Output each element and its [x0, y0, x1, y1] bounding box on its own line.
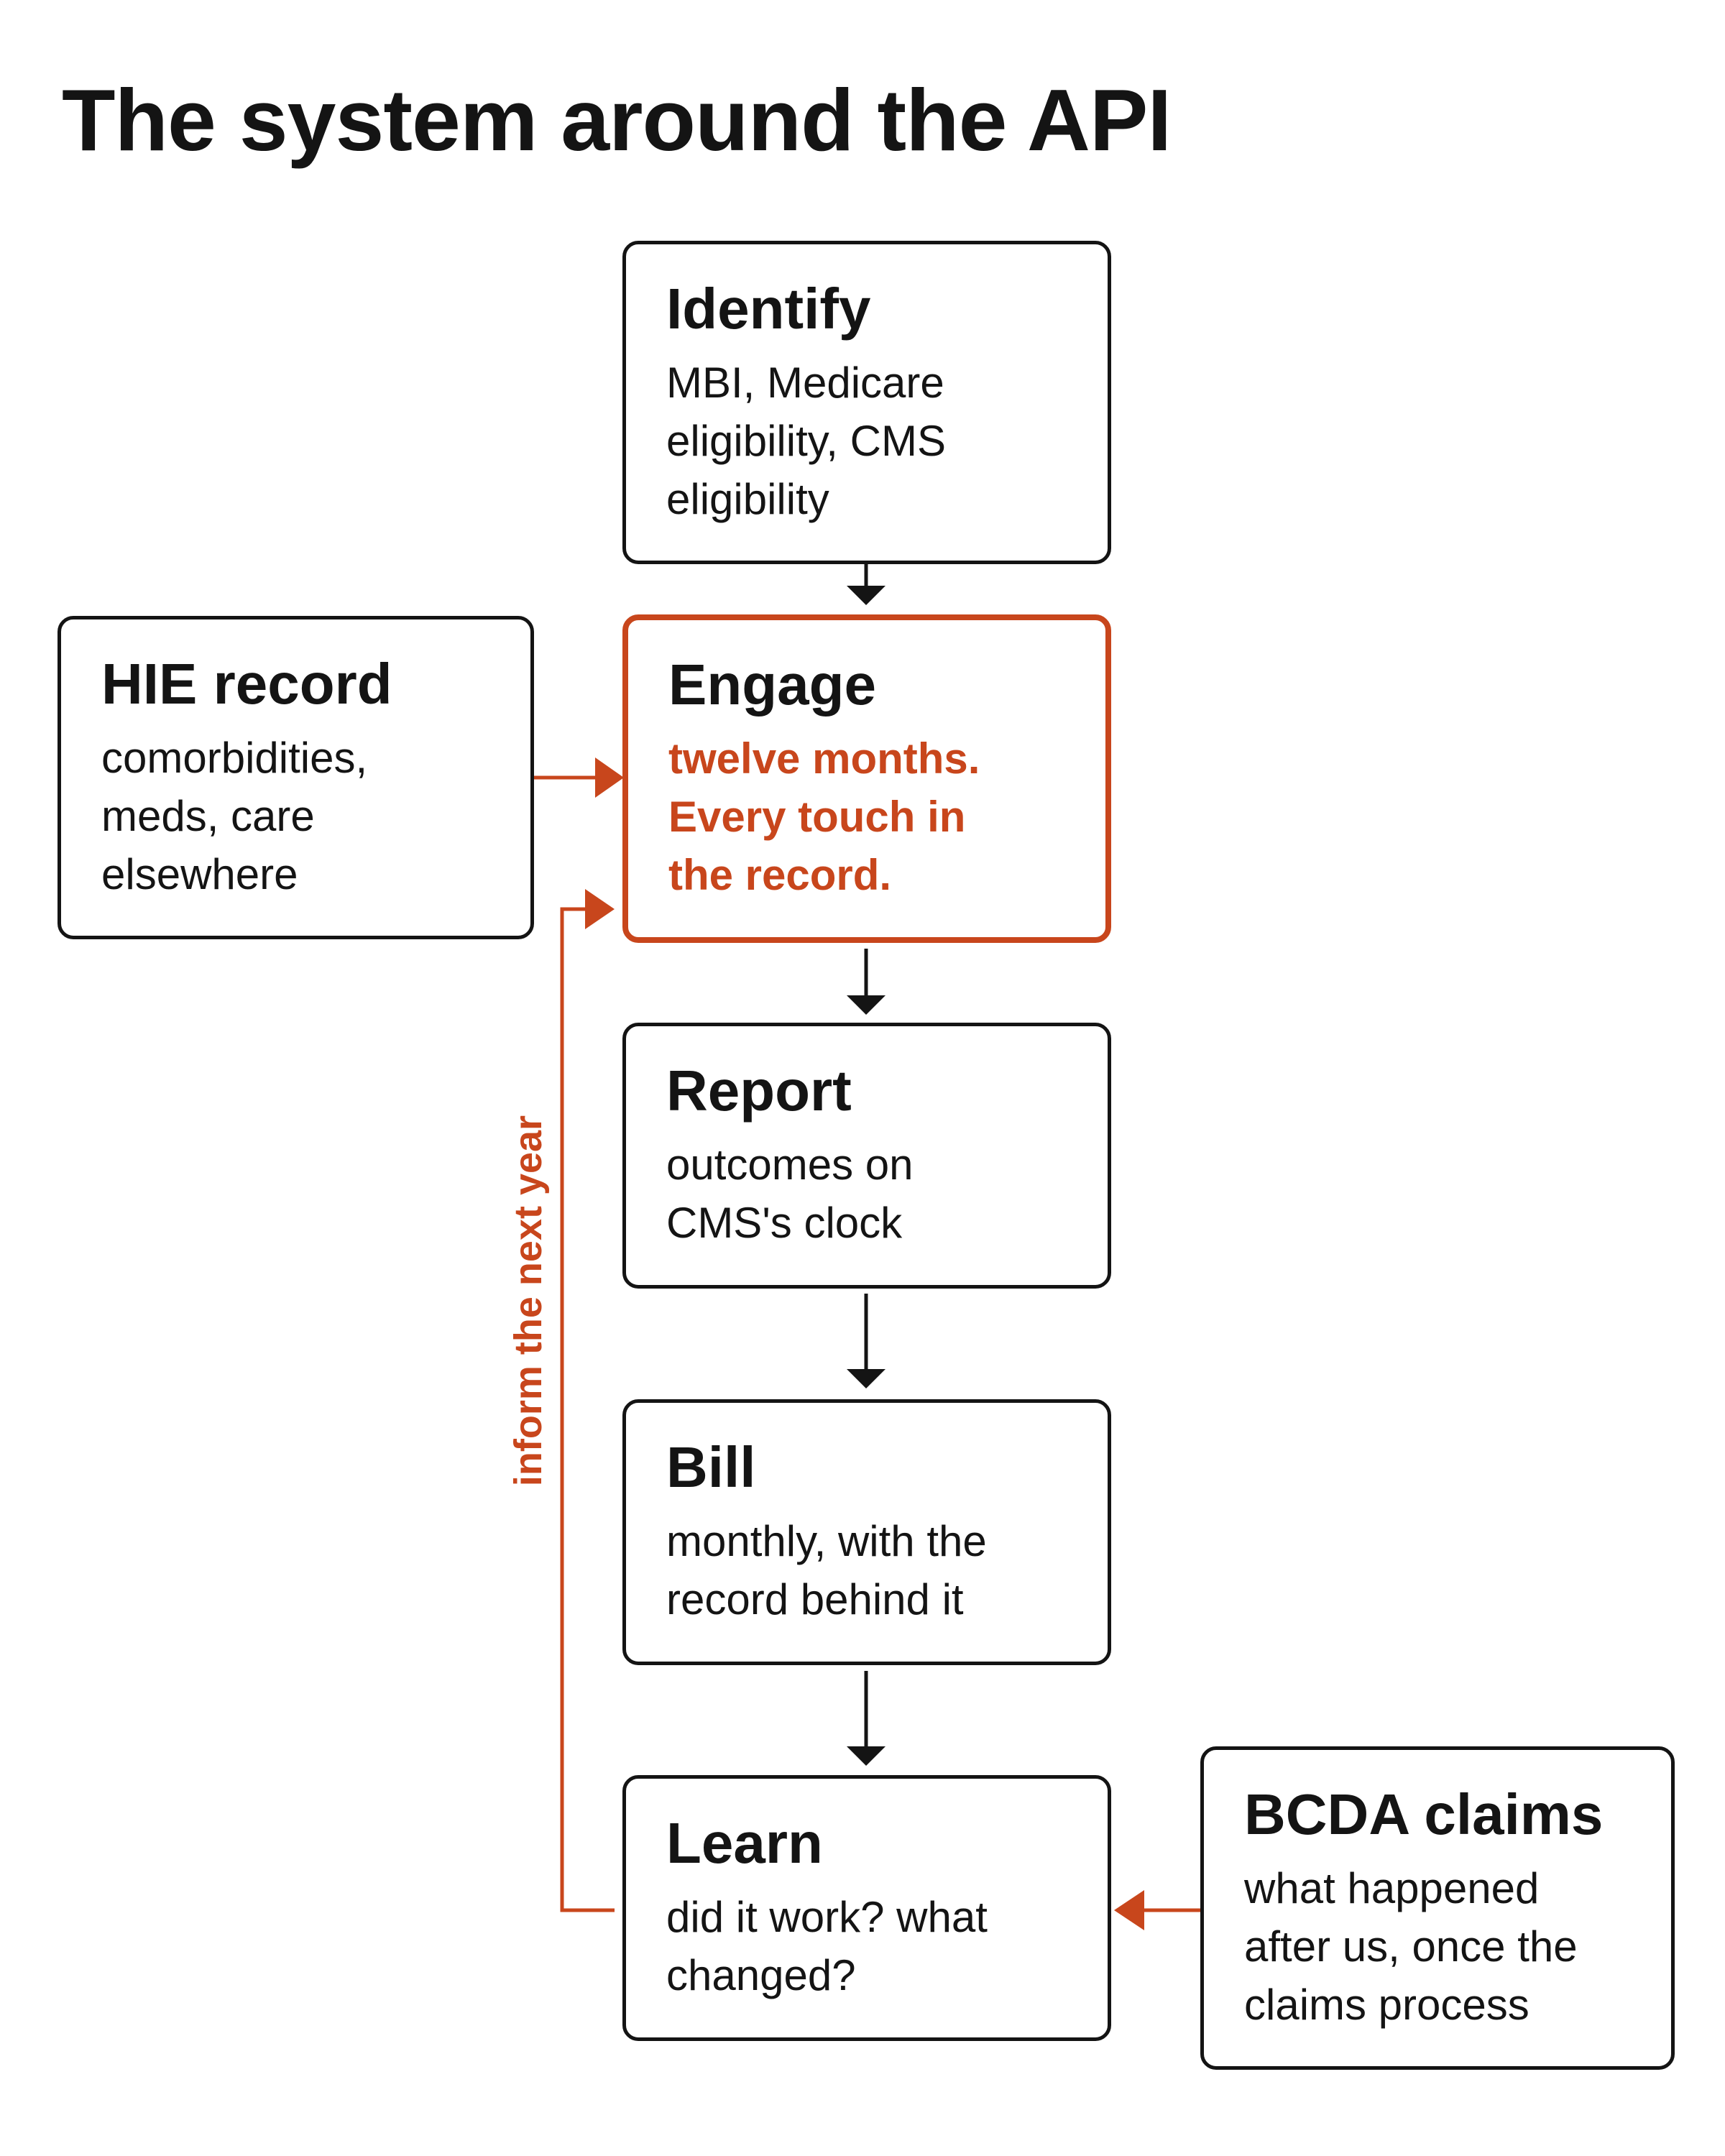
step-bill-heading: Bill — [666, 1435, 756, 1499]
step-identify-description: MBI, Medicare eligibility, CMS eligibili… — [666, 359, 946, 523]
step-identify-heading: Identify — [666, 277, 871, 341]
step-bill-description: monthly, with the record behind it — [666, 1517, 987, 1623]
step-bill-box: Bill monthly, with the record behind it — [622, 1399, 1111, 1665]
step-learn-heading: Learn — [666, 1811, 823, 1875]
page-title: The system around the API — [62, 71, 1172, 169]
step-engage-box: Engage twelve months. Every touch in the… — [622, 614, 1111, 943]
arrow-identify-to-engage — [847, 564, 886, 605]
input-hie-heading: HIE record — [101, 652, 392, 716]
step-report-description: outcomes on CMS's clock — [666, 1141, 914, 1247]
step-engage-description: twelve months. Every touch in the record… — [668, 734, 980, 899]
input-bcda-heading: BCDA claims — [1244, 1782, 1604, 1846]
arrow-engage-to-report — [847, 949, 886, 1015]
step-identify-box: Identify MBI, Medicare eligibility, CMS … — [622, 241, 1111, 564]
step-report-box: Report outcomes on CMS's clock — [622, 1023, 1111, 1289]
arrow-report-to-bill — [847, 1294, 886, 1388]
input-hie-description: comorbidities, meds, care elsewhere — [101, 734, 368, 898]
input-bcda-description: what happened after us, once the claims … — [1244, 1864, 1578, 2029]
arrow-hie-to-engage — [534, 757, 624, 798]
step-report-heading: Report — [666, 1059, 852, 1123]
input-bcda-box: BCDA claims what happened after us, once… — [1200, 1746, 1675, 2070]
arrow-bill-to-learn — [847, 1671, 886, 1766]
step-engage-heading: Engage — [668, 653, 876, 717]
loop-label: inform the next year — [507, 1115, 550, 1487]
step-learn-description: did it work? what changed? — [666, 1893, 988, 1999]
loop-arrow-learn-to-engage — [560, 889, 615, 1912]
input-hie-box: HIE record comorbidities, meds, care els… — [58, 616, 534, 939]
arrow-bcda-to-learn — [1114, 1890, 1200, 1930]
step-learn-box: Learn did it work? what changed? — [622, 1775, 1111, 2041]
